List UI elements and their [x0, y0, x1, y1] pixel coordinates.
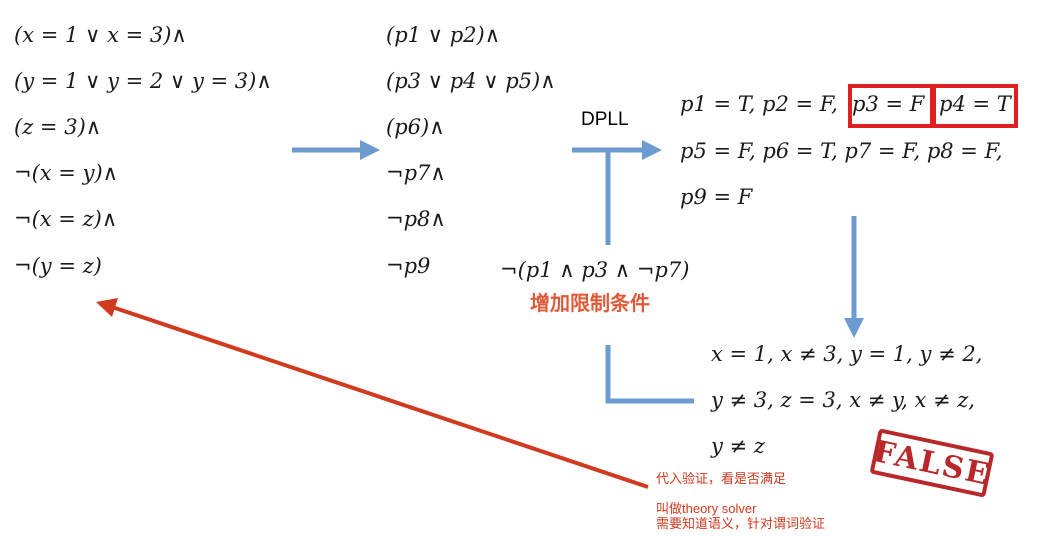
assignment-line-1: p1 = T, p2 = F, — [680, 92, 838, 116]
bool-line-1: (p1 ∨ p2)∧ — [386, 23, 501, 47]
arrow-down-to-theory — [844, 216, 864, 338]
bool-line-2: (p3 ∨ p4 ∨ p5)∧ — [386, 69, 556, 93]
arrow-back-to-formulas — [96, 298, 649, 489]
formula-line-1: (x = 1 ∨ x = 3)∧ — [14, 23, 187, 47]
feedback-loop — [605, 150, 694, 404]
note-line-2: 叫做theory solver — [656, 501, 757, 516]
formula-line-5: ¬(x = z)∧ — [14, 207, 118, 231]
constraint-label: 增加限制条件 — [530, 293, 650, 315]
theory-line-2: y ≠ 3, z = 3, x ≠ y, x ≠ z, — [711, 388, 975, 412]
note-line-1: 代入验证，看是否满足 — [656, 471, 787, 486]
formula-line-2: (y = 1 ∨ y = 2 ∨ y = 3)∧ — [14, 69, 272, 93]
note-line-3: 需要知道语义，针对谓词验证 — [656, 516, 826, 531]
assignment-box-p3: p3 = F — [852, 92, 925, 116]
highlight-box-p4 — [932, 84, 1018, 128]
arrow-abstraction — [292, 140, 380, 160]
constraint-formula: ¬(p1 ∧ p3 ∧ ¬p7) — [500, 258, 690, 282]
dpll-label: DPLL — [581, 109, 629, 130]
assignment-line-3: p9 = F — [680, 185, 753, 209]
arrow-dpll — [572, 140, 662, 160]
assignment-box-p4: p4 = T — [939, 92, 1011, 116]
theory-line-3: y ≠ z — [711, 434, 765, 458]
bool-line-5: ¬p8∧ — [386, 207, 446, 231]
bool-line-6: ¬p9 — [386, 254, 431, 278]
bool-line-4: ¬p7∧ — [386, 161, 446, 185]
assignment-line-2: p5 = F, p6 = T, p7 = F, p8 = F, — [680, 139, 1003, 163]
theory-line-1: x = 1, x ≠ 3, y = 1, y ≠ 2, — [711, 342, 983, 366]
formula-line-4: ¬(x = y)∧ — [14, 161, 119, 185]
formula-line-6: ¬(y = z) — [14, 254, 102, 278]
bool-line-3: (p6)∧ — [386, 115, 445, 139]
formula-line-3: (z = 3)∧ — [14, 115, 102, 139]
